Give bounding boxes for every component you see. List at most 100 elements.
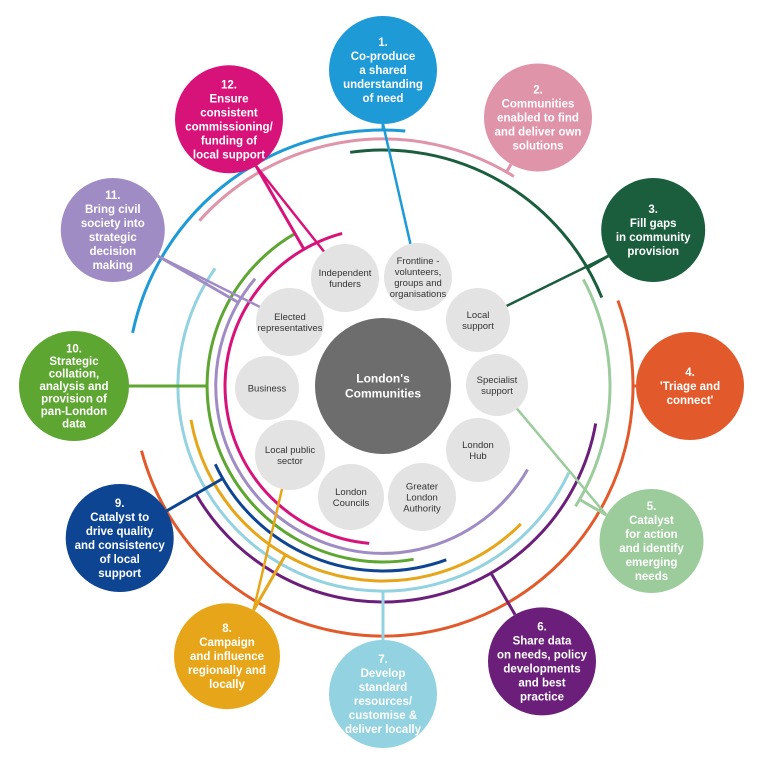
label-line: making [93, 260, 133, 272]
center-circle [315, 318, 451, 454]
label-line: 6. [537, 621, 547, 633]
inner-node-circle [255, 420, 325, 490]
label-line: regionally and [188, 665, 266, 677]
label-line: London [335, 487, 367, 498]
connection-rings [131, 128, 635, 638]
label-line: Local public [265, 445, 315, 456]
inner-stakeholder-nodes: Frontline -volunteers,groups andorganisa… [235, 243, 528, 531]
label-line: representatives [258, 323, 323, 334]
label-line: analysis and [39, 381, 108, 393]
outer-node-9: 9. Catalyst to drive quality and consistenc… [65, 484, 174, 592]
label-line: and identify [619, 543, 684, 555]
label-line: 3. [648, 204, 658, 216]
label-line: Campaign [199, 637, 255, 649]
label-line: in community [616, 232, 691, 244]
label-line: Catalyst to [90, 512, 149, 524]
ring-11 [214, 277, 529, 555]
label-line: Co-produce [351, 51, 416, 63]
label-line: London [406, 492, 438, 503]
inner-node-circle [446, 418, 510, 482]
label-line: connect' [667, 395, 714, 407]
label-line: Strategic [49, 356, 99, 368]
label-line: Authority [403, 503, 441, 514]
label-line: and influence [190, 651, 264, 663]
label-line: 12. [221, 79, 237, 91]
label-line: resources/ [354, 696, 413, 708]
outer-node-12: 12.Ensureconsistentcommissioning/funding… [175, 65, 283, 174]
label-line: drive quality [86, 526, 154, 538]
spoke-12 [254, 165, 306, 250]
label-line: commissioning/ [185, 121, 273, 133]
label-line: and consistency [75, 540, 166, 552]
label-line: Hub [469, 451, 486, 462]
outer-node-circle [488, 607, 596, 716]
label-line: of local [100, 554, 140, 566]
outer-node-circle [329, 16, 437, 124]
label-line: solutions [512, 141, 563, 153]
spoke-2 [505, 163, 513, 173]
outer-node-circle [329, 640, 437, 748]
label-line: on needs, policy [497, 649, 588, 661]
inner-node-circle [446, 288, 510, 352]
label-line: provision of [41, 394, 107, 406]
spoke-9 [165, 477, 224, 513]
label-line: pan-London [41, 406, 107, 418]
label-line: Frontline - [397, 256, 440, 267]
inner-node: Frontline -volunteers,groups andorganisa… [384, 243, 452, 311]
outer-node-circle [599, 489, 704, 593]
label-line: understanding [343, 79, 423, 91]
label-line: society into [81, 218, 145, 230]
label-line: 5. [647, 501, 657, 513]
ring-2 [198, 137, 515, 222]
inner-node-circle [256, 288, 324, 356]
label-line: 7. [378, 654, 388, 666]
label-line: locally [209, 679, 245, 691]
ring-12 [223, 231, 370, 545]
label-line: groups and [394, 278, 442, 289]
label-line: organisations [390, 289, 447, 300]
label-line: decision [89, 246, 136, 258]
label-line: Ensure [210, 93, 249, 105]
label-line: data [62, 419, 86, 431]
label-line: London [462, 440, 494, 451]
outer-node-circle [601, 178, 706, 282]
label-line: 9. [115, 498, 125, 510]
label-line: of need [363, 93, 404, 105]
label-line: Local [467, 310, 490, 321]
label-line: and best [518, 677, 565, 689]
label-line: collation, [49, 369, 99, 381]
ring-8 [189, 419, 522, 583]
label-line: support [462, 321, 494, 332]
label-line: strategic [89, 232, 138, 244]
ring-3 [349, 148, 604, 299]
outer-node-circle [175, 65, 283, 174]
label-line: Councils [333, 498, 370, 509]
label-line: volunteers, [395, 267, 441, 278]
label-line: 11. [105, 190, 120, 202]
ring-5 [574, 278, 612, 508]
outer-node-circle [636, 332, 744, 440]
label-line: deliver locally [345, 724, 422, 736]
inner-node-circle [311, 244, 379, 312]
label-line: customise & [349, 710, 417, 722]
label-line: funding of [201, 135, 257, 147]
label-line: standard [359, 682, 408, 694]
label-line: needs [635, 571, 668, 583]
inner-node: Business [235, 356, 299, 420]
label-line: London's [356, 372, 410, 386]
